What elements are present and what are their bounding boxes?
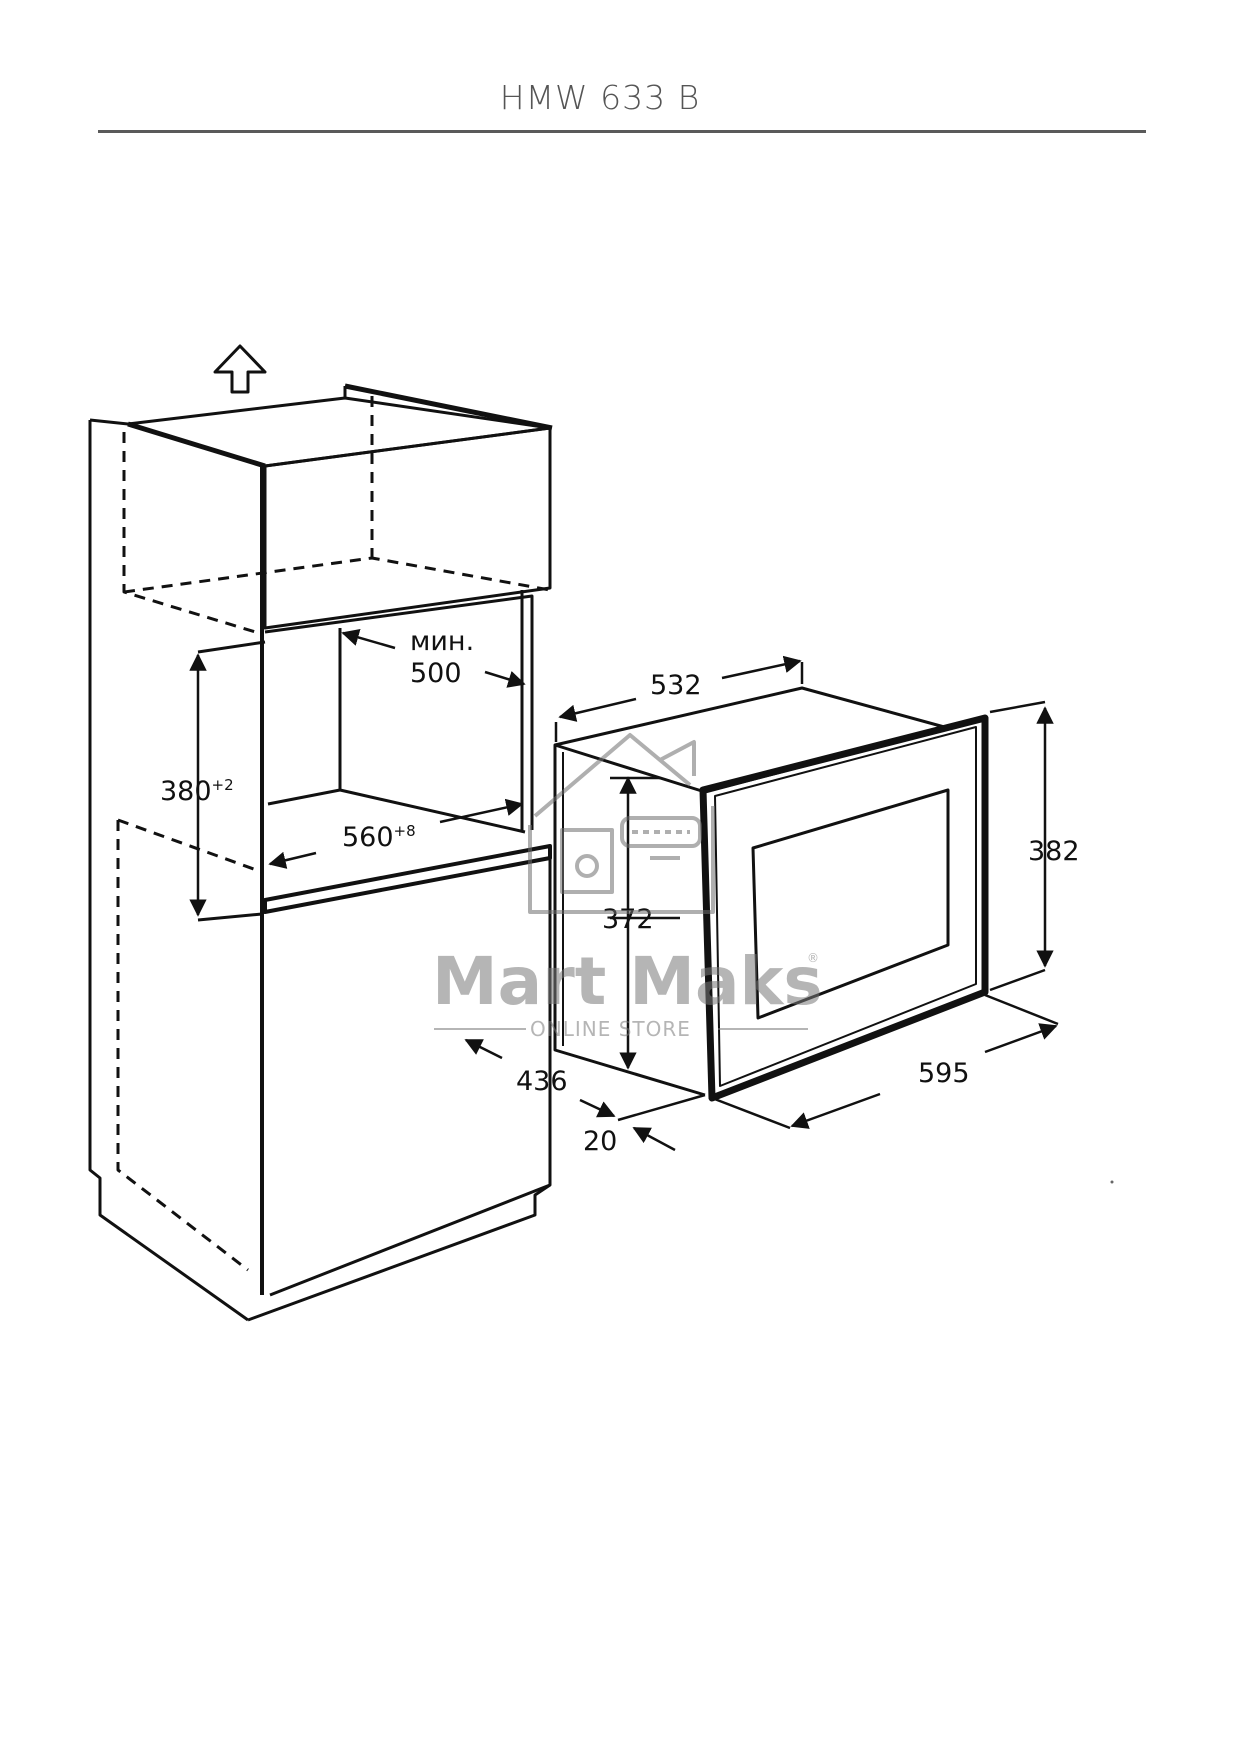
up-arrow-icon [213, 344, 267, 394]
top-depth-right-arrow [721, 655, 802, 680]
inner-height-label: 372 [602, 904, 654, 935]
house-logo-icon [528, 733, 715, 914]
depth-min-right-arrow [484, 670, 526, 688]
depth-436-right-arrow [579, 1098, 616, 1118]
width-560-left-arrow [268, 851, 317, 869]
brand-watermark: Mart Maks ® ONLINE STORE [432, 733, 823, 1041]
page-title: HMW 633 B [499, 78, 701, 117]
appliance-dimensions [464, 655, 1059, 1152]
depth-min-left-arrow [341, 628, 396, 650]
front-offset-arrow [632, 1126, 676, 1152]
appliance-labels: 532 382 372 436 20 595 [516, 670, 1080, 1157]
depth-min-prefix: мин. [410, 626, 474, 657]
top-depth-left-arrow [558, 697, 637, 722]
depth-436-label: 436 [516, 1066, 568, 1097]
cabinet-dimensions [189, 628, 526, 917]
width-560-right-arrow [439, 798, 524, 824]
height-382-label: 382 [1028, 836, 1080, 867]
registered-mark: ® [807, 951, 819, 965]
depth-min-value: 500 [410, 658, 462, 689]
width-595-right-arrow [984, 1023, 1058, 1054]
title-divider [98, 130, 1146, 133]
cabinet-labels: мин. 500 380+2 560+8 [160, 626, 474, 853]
brand-name: Mart Maks [432, 943, 823, 1020]
top-depth-label: 532 [650, 670, 702, 701]
front-offset-label: 20 [583, 1126, 617, 1157]
stray-dot [1110, 1180, 1114, 1184]
brand-tagline: ONLINE STORE [530, 1017, 691, 1041]
height-380-label: 380+2 [160, 776, 234, 807]
width-595-label: 595 [918, 1058, 970, 1089]
width-595-left-arrow [790, 1092, 881, 1129]
appliance-drawing [553, 686, 989, 1102]
depth-436-left-arrow [464, 1038, 503, 1060]
cabinet-drawing [88, 383, 553, 1322]
width-560-label: 560+8 [342, 822, 416, 853]
